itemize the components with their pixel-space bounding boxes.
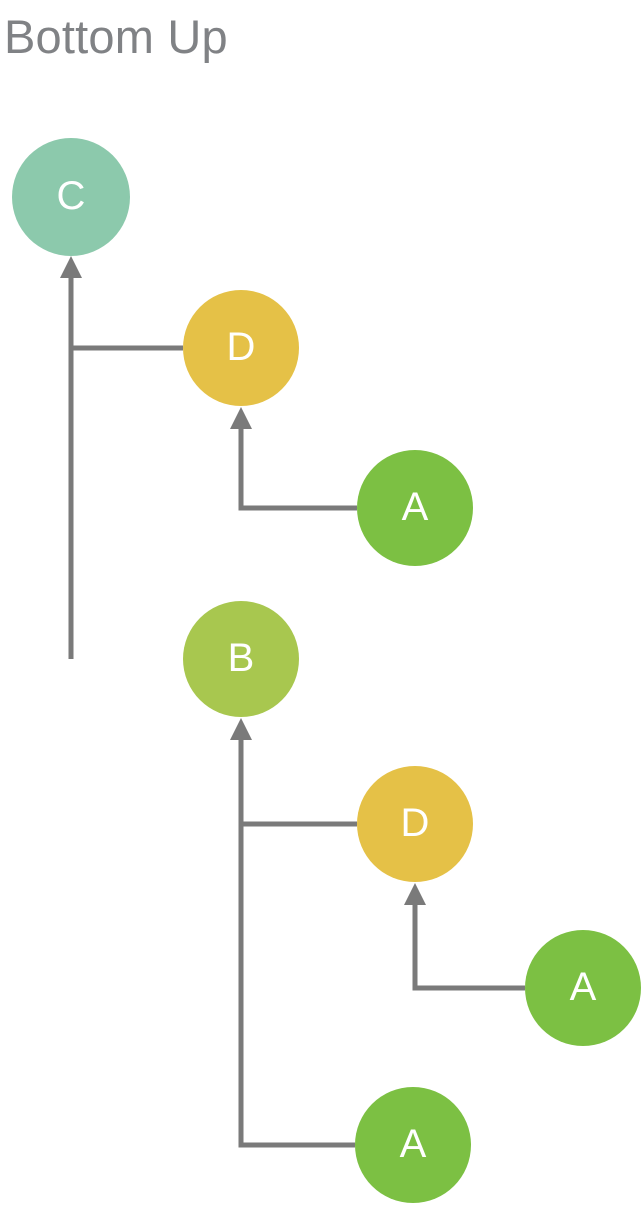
arrowhead-into-d-lower	[404, 883, 426, 905]
node-label: D	[400, 801, 430, 845]
node-label: B	[227, 636, 255, 680]
node-c-root[interactable]: C	[12, 138, 130, 256]
edge-a-bottom-to-b-mid	[238, 730, 355, 1148]
edge-a-lower-right-to-d-lower	[412, 895, 525, 991]
node-label: A	[401, 485, 429, 529]
node-a-upper[interactable]: A	[357, 450, 473, 566]
node-label: A	[399, 1122, 427, 1166]
page-title: Bottom Up	[4, 10, 228, 63]
node-label: D	[226, 325, 256, 369]
node-b-mid[interactable]: B	[183, 601, 299, 717]
node-label: A	[569, 965, 597, 1009]
arrowhead-into-b	[230, 718, 252, 740]
node-label: C	[56, 174, 86, 218]
node-a-bottom[interactable]: A	[355, 1087, 471, 1203]
edge-a-upper-to-d-upper	[238, 419, 357, 511]
node-d-lower[interactable]: D	[357, 766, 473, 882]
arrowhead-into-c	[60, 256, 82, 278]
arrowhead-into-d-upper	[230, 407, 252, 429]
node-a-lower-right[interactable]: A	[525, 930, 641, 1046]
node-d-upper[interactable]: D	[183, 290, 299, 406]
